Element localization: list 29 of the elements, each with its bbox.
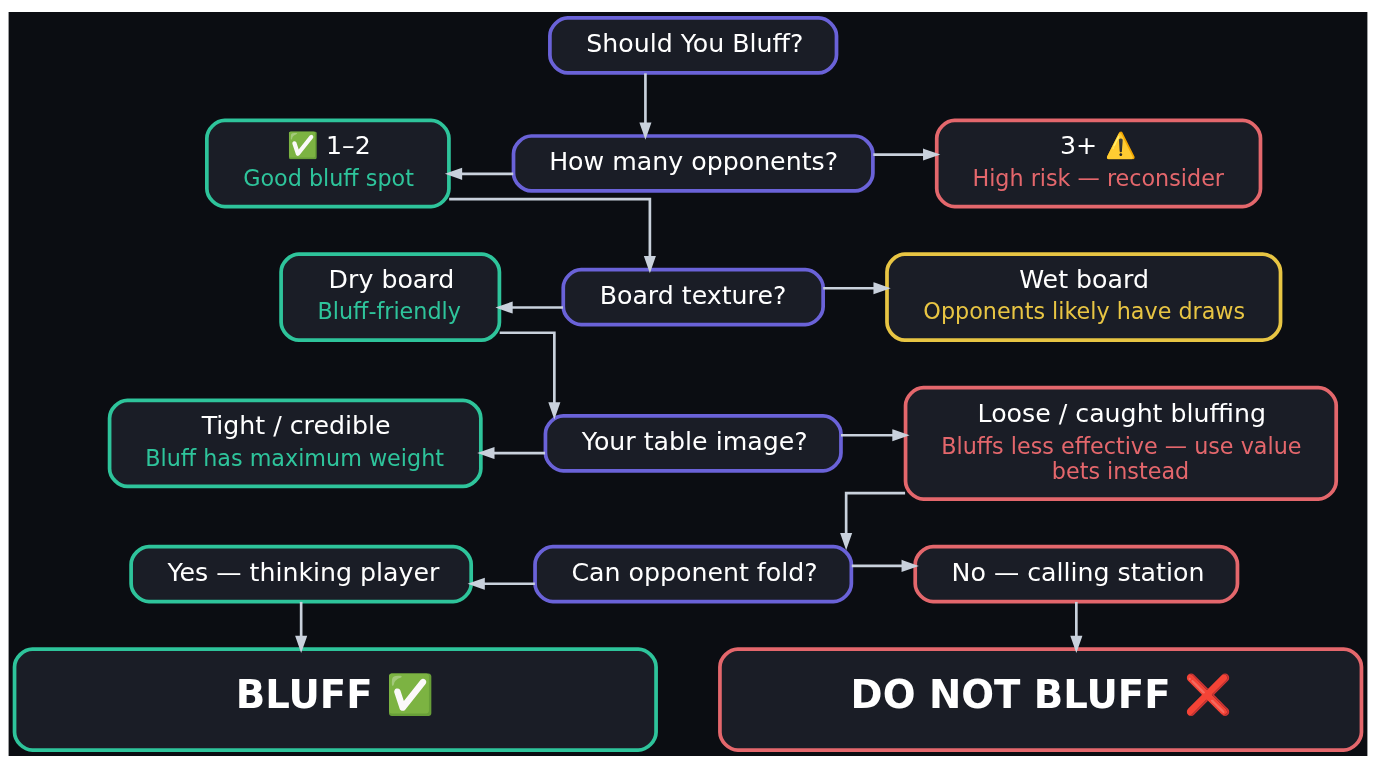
arrow xyxy=(851,559,919,572)
arrow xyxy=(444,167,514,180)
arrow xyxy=(477,447,545,460)
node-box: Dry board Bluff-friendly xyxy=(279,252,502,343)
arrow xyxy=(639,73,652,140)
arrow xyxy=(840,491,906,551)
node-box: ✅ 1–2 Good bluff spot xyxy=(205,118,451,209)
arrow xyxy=(449,197,656,274)
node-box: DO NOT BLUFF ❌ xyxy=(718,647,1364,752)
arrow xyxy=(841,429,910,442)
node-box: BLUFF ✅ xyxy=(12,647,658,752)
node-box: How many opponents? xyxy=(511,134,875,193)
node-box: No — calling station xyxy=(913,544,1240,604)
node-box: Your table image? xyxy=(543,414,843,473)
node-box: Should You Bluff? xyxy=(548,16,839,75)
arrow xyxy=(495,301,563,314)
arrow xyxy=(467,577,535,590)
node-box: Board texture? xyxy=(561,267,825,327)
arrow xyxy=(499,331,561,420)
node-box: Tight / credible Bluff has maximum weight xyxy=(107,398,483,489)
arrow xyxy=(873,148,941,161)
arrow xyxy=(823,282,891,295)
arrow xyxy=(295,601,308,654)
node-box: 3+ ⚠ High risk — reconsider xyxy=(934,118,1263,209)
arrow xyxy=(1070,601,1083,654)
node-box: Yes — thinking player xyxy=(129,544,474,604)
node-box: Loose / caught bluffing Bluffs less effective — use value bets instead xyxy=(903,385,1339,501)
node-box: Can opponent fold? xyxy=(533,544,854,604)
node-box: Wet board Opponents likely have draws xyxy=(885,252,1283,343)
